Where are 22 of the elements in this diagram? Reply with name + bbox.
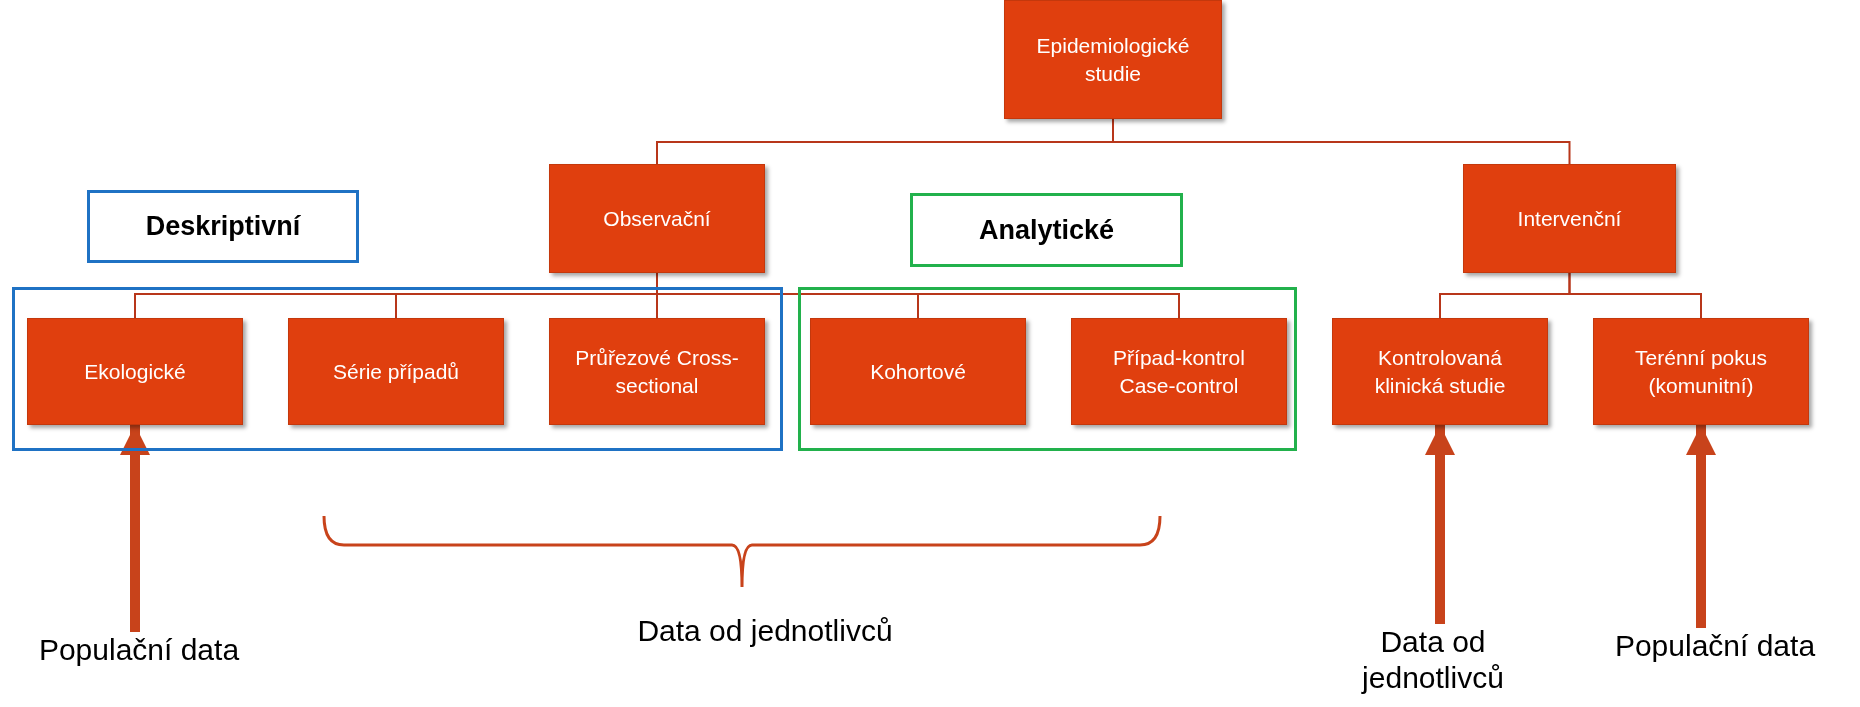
connector-line: [1568, 272, 1702, 319]
study-type-box: Terénní pokus (komunitní): [1593, 318, 1809, 425]
study-type-box: Případ-kontrol Case-control: [1071, 318, 1287, 425]
study-type-box: Série případů: [288, 318, 504, 425]
study-type-box: Kohortové: [810, 318, 1026, 425]
block-arrow: [1686, 425, 1716, 628]
data-note: Populační data: [1585, 628, 1845, 672]
study-type-box: Observační: [549, 164, 765, 273]
block-arrow: [1425, 425, 1455, 624]
group-frame: [12, 287, 783, 451]
data-note: Data od jednotlivců: [1323, 624, 1543, 704]
data-note: Populační data: [8, 632, 270, 676]
study-type-box: Ekologické: [27, 318, 243, 425]
study-type-box: Intervenční: [1463, 164, 1676, 273]
group-frame: [798, 287, 1297, 451]
study-type-box: Kontrolovaná klinická studie: [1332, 318, 1548, 425]
study-type-box: Epidemiologické studie: [1004, 0, 1222, 119]
block-arrow: [120, 425, 150, 632]
category-box: Deskriptivní: [87, 190, 359, 263]
brace-caption: Data od jednotlivců: [636, 613, 894, 649]
category-box: Analytické: [910, 193, 1183, 267]
study-type-box: Průřezové Cross-sectional: [549, 318, 765, 425]
